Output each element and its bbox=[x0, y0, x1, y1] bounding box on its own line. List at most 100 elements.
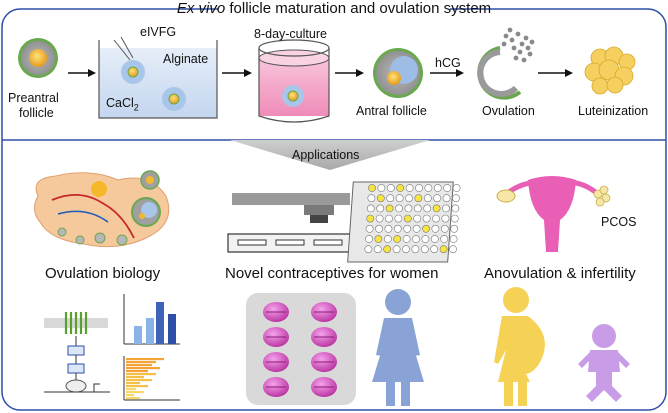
plate-well bbox=[411, 245, 420, 254]
plate-well bbox=[395, 194, 404, 203]
plate-well bbox=[403, 224, 412, 233]
applications-arrow bbox=[230, 140, 430, 170]
plate-well bbox=[412, 224, 421, 233]
plate-well bbox=[365, 235, 373, 243]
plate-well bbox=[431, 224, 440, 233]
plate-well bbox=[420, 245, 429, 254]
released-cell bbox=[527, 51, 533, 57]
luteinization-label: Luteinization bbox=[578, 104, 649, 118]
pill bbox=[263, 352, 289, 372]
gene-bar bbox=[126, 382, 140, 385]
ovulation-label: Ovulation bbox=[482, 104, 535, 118]
gene-bar bbox=[126, 361, 156, 364]
plate-well bbox=[405, 194, 413, 203]
corpus-luteum-icon bbox=[584, 46, 636, 95]
anovulation-label: Anovulation & infertility bbox=[484, 265, 636, 282]
plate-well bbox=[376, 194, 385, 203]
plate-well bbox=[449, 235, 458, 243]
plate-well bbox=[424, 184, 433, 192]
cacl2-main: CaCl bbox=[106, 96, 134, 110]
culture-label: 8-day-culture bbox=[254, 27, 327, 41]
plate-well bbox=[394, 214, 403, 223]
eivfg-dish bbox=[98, 36, 218, 119]
released-cell bbox=[529, 39, 535, 45]
pill bbox=[263, 327, 289, 347]
applications-label: Applications bbox=[292, 148, 360, 162]
plate-well bbox=[393, 235, 402, 243]
pill bbox=[311, 327, 337, 347]
released-cell bbox=[509, 37, 515, 43]
released-cell bbox=[501, 41, 507, 47]
hcg-label: hCG bbox=[435, 56, 461, 70]
uterus-icon bbox=[496, 176, 611, 252]
released-cell bbox=[503, 33, 509, 39]
plate-well bbox=[440, 224, 449, 233]
plate-well bbox=[366, 204, 375, 213]
pill bbox=[311, 377, 337, 397]
plate-well bbox=[413, 214, 422, 223]
released-cell bbox=[515, 31, 521, 37]
title-mask bbox=[218, 1, 450, 19]
plate-well bbox=[441, 214, 450, 223]
plate-well bbox=[374, 235, 383, 243]
gene-bar bbox=[126, 367, 160, 370]
plate-well bbox=[422, 214, 431, 223]
preantral-label-2: follicle bbox=[19, 106, 54, 120]
antral-label: Antral follicle bbox=[356, 104, 427, 118]
plate-well bbox=[443, 184, 452, 192]
pill bbox=[311, 352, 337, 372]
plate-well bbox=[442, 194, 451, 203]
plate-well bbox=[364, 245, 373, 254]
plate-well bbox=[376, 204, 385, 213]
microscope-device-icon bbox=[227, 193, 355, 253]
released-cell bbox=[507, 27, 513, 33]
ovulation-biology-label: Ovulation biology bbox=[45, 265, 161, 282]
gene-bar bbox=[126, 385, 148, 388]
plate-well bbox=[433, 184, 442, 192]
plate-well bbox=[375, 224, 383, 233]
ovary-illustration bbox=[34, 170, 170, 248]
released-cell bbox=[517, 49, 523, 55]
plate-well bbox=[383, 245, 392, 254]
plate-well bbox=[367, 194, 376, 203]
ovulation-icon bbox=[477, 27, 535, 100]
arrow-to-culture bbox=[222, 69, 252, 77]
gene-bar bbox=[126, 370, 148, 373]
pill-blister-pack bbox=[246, 293, 356, 405]
plate-well bbox=[395, 204, 403, 213]
plate-well bbox=[450, 224, 459, 233]
plate-well bbox=[452, 194, 460, 203]
plate-well bbox=[412, 235, 420, 243]
plate-well bbox=[403, 214, 412, 223]
plate-well bbox=[404, 204, 413, 213]
plate-well bbox=[392, 245, 401, 254]
plate-well bbox=[402, 235, 411, 243]
plate-well bbox=[440, 235, 449, 243]
plate-well bbox=[396, 184, 405, 192]
eivfg-label: eIVFG bbox=[140, 25, 177, 39]
plate-well bbox=[439, 245, 448, 254]
alginate-label: Alginate bbox=[163, 52, 209, 66]
pregnant-woman-figure bbox=[494, 287, 545, 406]
plate-well bbox=[442, 204, 450, 213]
plate-well bbox=[432, 214, 440, 223]
title-rest: follicle maturation and ovulation system bbox=[225, 0, 492, 17]
arrow-to-antral bbox=[335, 69, 364, 77]
plate-well bbox=[422, 224, 430, 233]
gene-bar bbox=[126, 388, 136, 391]
preantral-follicle-icon bbox=[18, 38, 58, 78]
pill bbox=[311, 302, 337, 322]
released-cell bbox=[523, 35, 529, 41]
pill bbox=[263, 377, 289, 397]
pill bbox=[263, 302, 289, 322]
gene-bar bbox=[126, 364, 152, 367]
plate-well bbox=[449, 245, 457, 254]
signaling-pathway-diagram bbox=[44, 312, 110, 393]
plate-well bbox=[366, 214, 375, 223]
plate-well bbox=[365, 224, 374, 233]
plate-well bbox=[375, 214, 384, 223]
gene-bar bbox=[126, 376, 144, 379]
preantral-label-1: Preantral bbox=[8, 91, 59, 105]
baby-figure bbox=[578, 324, 630, 402]
